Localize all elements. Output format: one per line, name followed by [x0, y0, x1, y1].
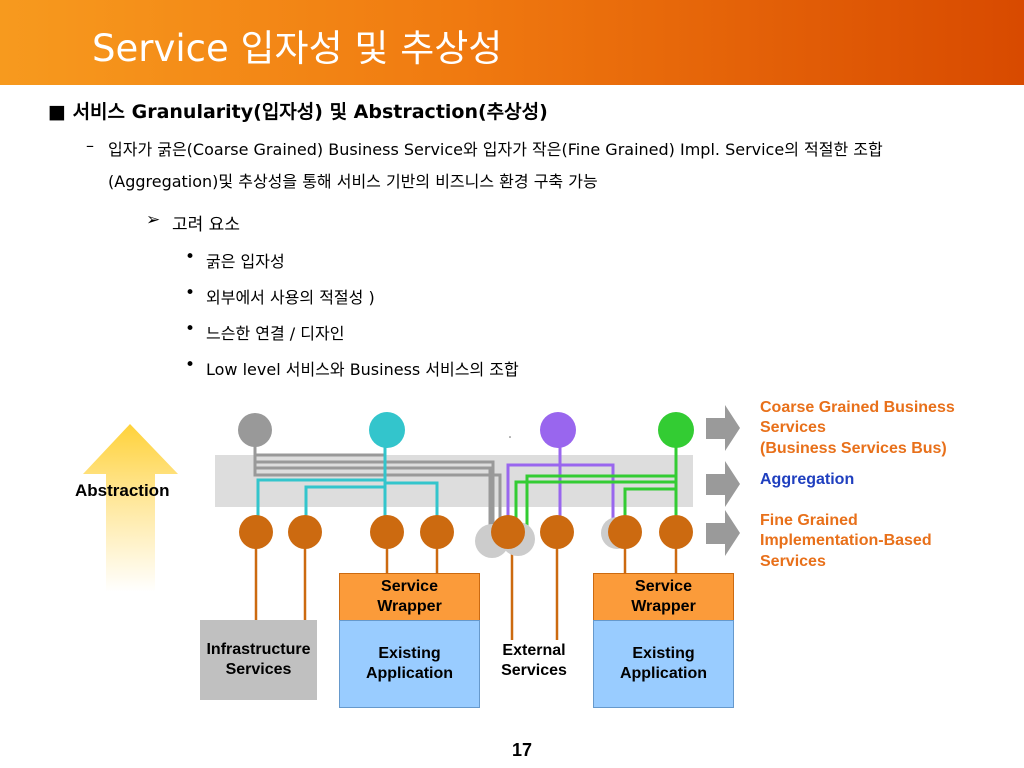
bullet-dot-icon: • — [185, 355, 196, 375]
coarse-service-node-cyan — [369, 412, 405, 448]
aggregation-label: Aggregation — [760, 471, 855, 488]
external-services-label: External Services — [484, 640, 584, 682]
coarse-service-node-purple — [540, 412, 576, 448]
fine-label-line-2: Implementation-Based — [760, 532, 932, 549]
existing-application-box-1: Existing Application — [339, 620, 480, 708]
description-line-2: (Aggregation)및 추상성을 통해 서비스 기반의 비즈니스 환경 구… — [108, 172, 598, 191]
fine-service-nodes — [239, 515, 693, 549]
wrapper-label-line-2: Wrapper — [377, 598, 442, 615]
external-label-line-2: Services — [501, 662, 567, 679]
infrastructure-services-box: Infrastructure Services — [200, 620, 317, 700]
square-bullet-icon: ■ — [48, 101, 66, 123]
wrapper-label-line-1: Service — [635, 578, 692, 595]
existing-application-box-2: Existing Application — [593, 620, 734, 708]
page-number: 17 — [512, 740, 533, 760]
fine-service-node — [491, 515, 525, 549]
infrastructure-label-line-2: Services — [225, 661, 292, 678]
bullet-item-4: Low level 서비스와 Business 서비스의 조합 — [206, 360, 519, 379]
coarse-label-line-2: Services — [760, 419, 826, 436]
considerations-title: 고려 요소 — [172, 215, 240, 235]
existing-label-line-2: Application — [365, 665, 454, 682]
existing-label-line-1: Existing — [632, 645, 695, 662]
fine-service-node — [659, 515, 693, 549]
bullet-dot-icon: • — [185, 283, 196, 303]
wrapper-label-line-1: Service — [381, 578, 438, 595]
aggregation-level-arrow — [706, 461, 740, 507]
coarse-service-node-green — [658, 412, 694, 448]
fine-service-node — [288, 515, 322, 549]
existing-label-line-1: Existing — [378, 645, 441, 662]
wrapper-label-line-2: Wrapper — [631, 598, 696, 615]
bullet-dot-icon: • — [185, 247, 196, 267]
fine-service-node — [608, 515, 642, 549]
service-wrapper-box-2: Service Wrapper — [593, 573, 734, 621]
bullet-item-3: 느슨한 연결 / 디자인 — [206, 324, 345, 343]
coarse-label-line-1: Coarse Grained Business — [760, 399, 955, 416]
service-wrapper-box-1: Service Wrapper — [339, 573, 480, 621]
coarse-label-line-3: (Business Services Bus) — [760, 440, 947, 457]
arrowhead-bullet-icon: ➢ — [146, 210, 161, 230]
coarse-level-arrow — [706, 405, 740, 451]
abstraction-arrow — [83, 424, 178, 592]
coarse-service-node-gray — [238, 413, 272, 447]
fine-level-arrow — [706, 510, 740, 556]
fine-label-line-3: Services — [760, 553, 826, 570]
green-service-links — [514, 430, 678, 532]
external-label-line-1: External — [502, 642, 566, 659]
existing-label-line-2: Application — [619, 665, 708, 682]
fine-label-line-1: Fine Grained — [760, 512, 858, 529]
infrastructure-label-line-1: Infrastructure — [206, 641, 311, 658]
bullet-dot-icon: • — [185, 319, 196, 339]
title-bar: Service 입자성 및 추상성 — [0, 0, 1024, 85]
cyan-service-links — [256, 430, 439, 530]
fine-service-node — [239, 515, 273, 549]
bullet-item-1: 굵은 입자성 — [206, 252, 285, 271]
section-heading-text: 서비스 Granularity(입자성) 및 Abstraction(추상성) — [65, 101, 548, 123]
stray-dot — [509, 436, 511, 438]
fine-service-node — [540, 515, 574, 549]
dash-bullet-icon: – — [86, 136, 94, 155]
fine-service-node — [370, 515, 404, 549]
section-heading: ■ 서비스 Granularity(입자성) 및 Abstraction(추상성… — [48, 97, 548, 124]
slide-title: Service 입자성 및 추상성 — [92, 27, 503, 70]
fine-service-node — [420, 515, 454, 549]
bullet-item-2: 외부에서 사용의 적절성 ) — [206, 288, 375, 307]
description-line-1: 입자가 굵은(Coarse Grained) Business Service와… — [108, 140, 883, 159]
abstraction-label: Abstraction — [75, 481, 170, 500]
